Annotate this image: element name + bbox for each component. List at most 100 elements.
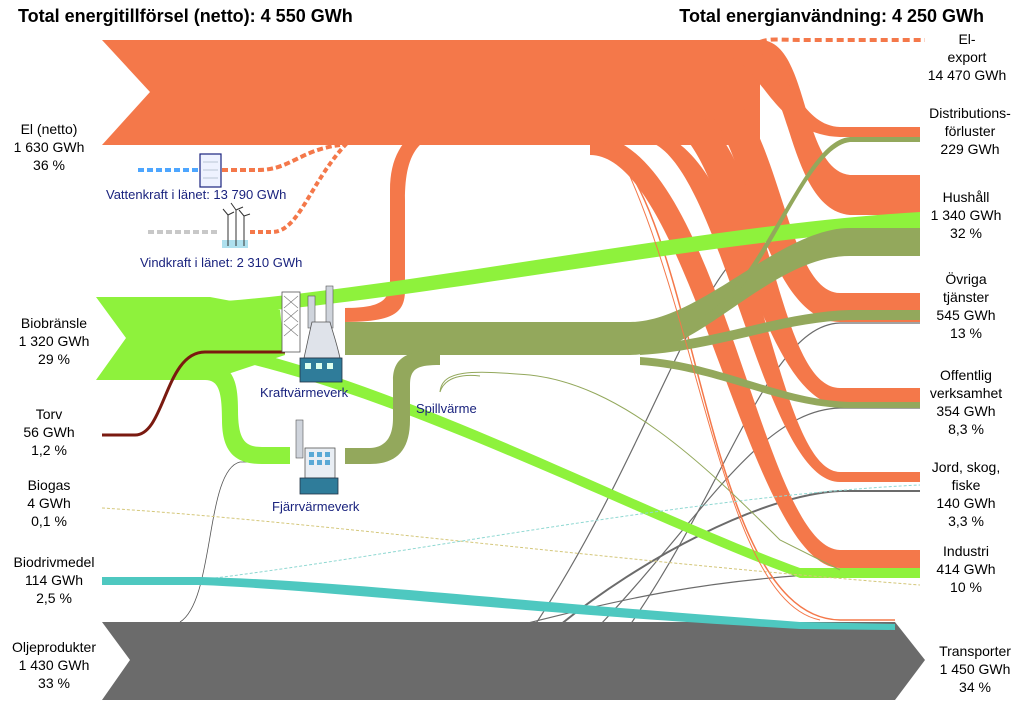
electricity-export-line bbox=[759, 37, 925, 44]
use-share: 13 % bbox=[950, 325, 982, 341]
electricity-flow-to-households bbox=[760, 40, 920, 215]
source-value: 1 430 GWh bbox=[18, 657, 90, 673]
wind-power-icon bbox=[222, 202, 251, 248]
biofuel-flow-to-industry bbox=[210, 342, 920, 578]
hydro-power-label: Vattenkraft i länet: 13 790 GWh bbox=[106, 187, 287, 202]
use-name: El- bbox=[958, 31, 976, 47]
source-value: 114 GWh bbox=[24, 572, 84, 588]
total-supply-title: Total energitillförsel (netto): 4 550 GW… bbox=[18, 6, 353, 26]
source-share: 29 % bbox=[38, 351, 70, 367]
source-value: 56 GWh bbox=[23, 424, 75, 440]
source-name: Biodrivmedel bbox=[13, 554, 95, 570]
source-label-electricity: El (netto) 1 630 GWh 36 % bbox=[4, 120, 94, 174]
oil-flow-to-agriculture bbox=[559, 490, 920, 626]
source-label-oil: Oljeprodukter 1 430 GWh 33 % bbox=[4, 638, 104, 692]
use-label-agriculture: Jord, skog, fiske 140 GWh 3,3 % bbox=[916, 458, 1016, 530]
chp-plant-icon bbox=[281, 285, 343, 383]
source-label-biogas: Biogas 4 GWh 0,1 % bbox=[4, 476, 94, 530]
use-value: 1 450 GWh bbox=[939, 661, 1011, 677]
source-share: 36 % bbox=[33, 157, 65, 173]
use-value: 1 340 GWh bbox=[930, 207, 1002, 223]
use-name-line2: verksamhet bbox=[929, 385, 1003, 401]
source-name: Biobränsle bbox=[20, 315, 88, 331]
biodiesel-flow-to-transport bbox=[102, 577, 895, 630]
wind-power-label: Vindkraft i länet: 2 310 GWh bbox=[140, 255, 303, 270]
use-name-line2: fiske bbox=[951, 477, 981, 493]
use-name: Transporter bbox=[939, 643, 1011, 659]
use-value: 140 GWh bbox=[936, 495, 996, 511]
district-heating-label: Fjärrvärmeverk bbox=[272, 499, 360, 514]
electricity-flow-to-distribution-losses bbox=[720, 40, 920, 137]
source-value: 4 GWh bbox=[27, 495, 71, 511]
electricity-source-arrow bbox=[102, 40, 760, 145]
biogas-flow bbox=[101, 507, 921, 586]
use-label-industry: Industri 414 GWh 10 % bbox=[916, 542, 1016, 596]
heat-flow-to-distribution-losses bbox=[690, 137, 920, 330]
source-share: 33 % bbox=[38, 675, 70, 691]
oil-flow bbox=[102, 622, 925, 700]
source-share: 1,2 % bbox=[31, 442, 67, 458]
oil-flow-to-district-heating bbox=[179, 461, 290, 623]
use-value: 354 GWh bbox=[936, 403, 996, 419]
use-share: 10 % bbox=[950, 579, 982, 595]
electricity-flow-to-transport bbox=[599, 139, 895, 621]
use-name-line2: export bbox=[947, 49, 987, 65]
source-share: 2,5 % bbox=[36, 590, 72, 606]
source-label-peat: Torv 56 GWh 1,2 % bbox=[4, 405, 94, 459]
heat-flow-to-public bbox=[640, 357, 920, 408]
electricity-flow-to-public bbox=[670, 105, 920, 405]
use-name-line2: förluster bbox=[944, 123, 996, 139]
source-name: El (netto) bbox=[20, 121, 78, 137]
source-label-biodiesel: Biodrivmedel 114 GWh 2,5 % bbox=[4, 553, 104, 607]
use-label-distribution-losses: Distributions- förluster 229 GWh bbox=[916, 104, 1024, 158]
source-name: Oljeprodukter bbox=[11, 639, 97, 655]
oil-flow-to-public bbox=[599, 407, 920, 626]
wind-to-electricity-line bbox=[250, 138, 352, 234]
biofuel-flow-to-district-heating bbox=[205, 365, 290, 464]
electricity-flow-to-agriculture bbox=[640, 130, 920, 482]
waste-heat-line bbox=[439, 371, 841, 571]
use-name-line2: tjänster bbox=[943, 289, 989, 305]
use-name: Hushåll bbox=[942, 189, 990, 205]
waste-heat-label: Spillvärme bbox=[416, 401, 477, 416]
hydro-power-icon bbox=[199, 153, 222, 188]
biodiesel-dashed-flow bbox=[214, 484, 921, 579]
spillvarme-arc bbox=[439, 374, 481, 393]
use-share: 34 % bbox=[959, 679, 991, 695]
heat-flow-to-services bbox=[640, 310, 920, 355]
source-name: Biogas bbox=[27, 477, 71, 493]
district-heating-plant-icon bbox=[295, 419, 339, 495]
orange-thin-to-transport bbox=[609, 134, 821, 621]
electricity-flow-to-chp bbox=[345, 118, 470, 322]
use-value: 414 GWh bbox=[936, 561, 996, 577]
use-name: Jord, skog, bbox=[931, 459, 1001, 475]
hydro-to-electricity-line bbox=[222, 143, 341, 172]
peat-flow bbox=[102, 350, 285, 437]
total-use-title: Total energianvändning: 4 250 GWh bbox=[679, 6, 984, 26]
heat-flow-from-district-heating bbox=[345, 350, 440, 464]
source-share: 0,1 % bbox=[31, 513, 67, 529]
use-share: 8,3 % bbox=[948, 421, 984, 437]
use-label-services: Övriga tjänster 545 GWh 13 % bbox=[916, 270, 1016, 342]
use-label-export: El- export 14 470 GWh bbox=[916, 30, 1018, 84]
electricity-flow-to-services bbox=[700, 80, 920, 322]
use-share: 32 % bbox=[950, 225, 982, 241]
biofuel-flow-to-households bbox=[200, 212, 920, 316]
source-label-biofuel: Biobränsle 1 320 GWh 29 % bbox=[4, 314, 104, 368]
use-value: 545 GWh bbox=[936, 307, 996, 323]
use-name: Övriga bbox=[945, 271, 987, 287]
use-label-households: Hushåll 1 340 GWh 32 % bbox=[916, 188, 1016, 242]
use-name: Distributions- bbox=[929, 105, 1011, 121]
use-name: Offentlig bbox=[940, 367, 992, 383]
source-value: 1 320 GWh bbox=[18, 333, 90, 349]
source-value: 1 630 GWh bbox=[13, 139, 85, 155]
chp-plant-label: Kraftvärmeverk bbox=[260, 385, 349, 400]
use-share: 3,3 % bbox=[948, 513, 984, 529]
heat-flow-from-chp bbox=[345, 228, 920, 355]
use-name: Industri bbox=[943, 543, 989, 559]
use-label-public: Offentlig verksamhet 354 GWh 8,3 % bbox=[916, 366, 1016, 438]
use-value: 229 GWh bbox=[940, 141, 1000, 157]
use-label-transport: Transporter 1 450 GWh 34 % bbox=[926, 642, 1024, 696]
